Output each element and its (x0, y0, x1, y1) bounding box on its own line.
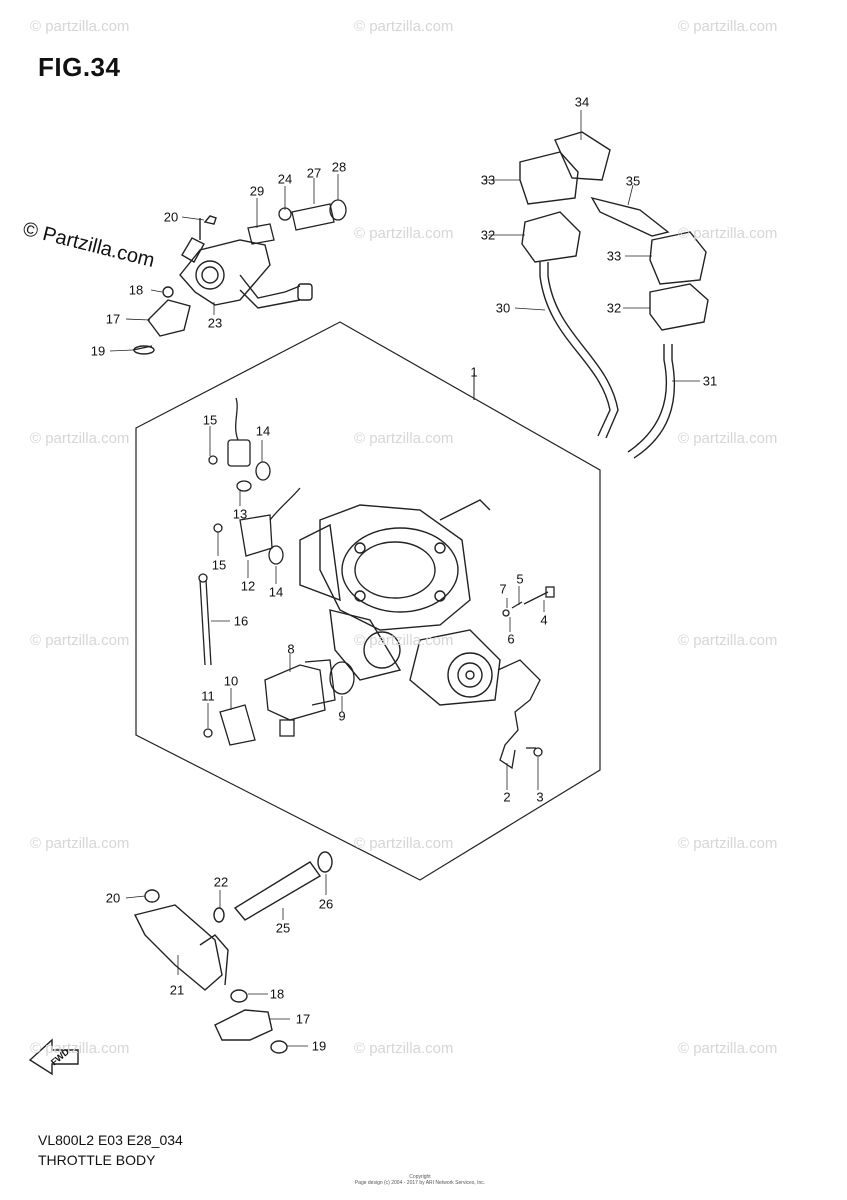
callout-18[interactable]: 18 (128, 282, 144, 298)
callout-9[interactable]: 9 (338, 708, 346, 724)
watermark: © partzilla.com (354, 835, 454, 852)
callout-11[interactable]: 11 (201, 688, 215, 704)
figure-title: FIG.34 (38, 52, 121, 82)
callout-24[interactable]: 24 (277, 171, 293, 187)
watermark: © partzilla.com (678, 835, 778, 852)
callout-30[interactable]: 30 (495, 300, 511, 316)
callout-2[interactable]: 2 (503, 789, 511, 805)
callout-35[interactable]: 35 (625, 173, 641, 189)
callout-27[interactable]: 27 (306, 165, 322, 181)
callout-19[interactable]: 19 (90, 343, 106, 359)
watermark: © partzilla.com (678, 632, 778, 649)
connectors-and-hoses (519, 131, 709, 459)
callout-1[interactable]: 1 (470, 364, 478, 380)
copyright-line2: Page design (c) 2004 - 2017 by ARI Netwo… (354, 1180, 486, 1186)
callout-32[interactable]: 32 (480, 227, 496, 243)
callout-15[interactable]: 15 (202, 412, 218, 428)
callout-28[interactable]: 28 (331, 159, 347, 175)
assembly-frame (135, 321, 601, 881)
watermark: © partzilla.com (678, 18, 778, 35)
diagram-title: THROTTLE BODY (38, 1152, 156, 1168)
callout-17[interactable]: 17 (105, 311, 121, 327)
callout-13[interactable]: 13 (232, 506, 248, 522)
watermark: © partzilla.com (678, 225, 778, 242)
callout-15b[interactable]: 15 (211, 557, 227, 573)
callout-22[interactable]: 22 (213, 874, 229, 890)
callout-16[interactable]: 16 (233, 613, 249, 629)
callout-12[interactable]: 12 (240, 578, 256, 594)
watermark: © partzilla.com (30, 835, 130, 852)
watermark: © partzilla.com (354, 1040, 454, 1057)
watermark: © partzilla.com (354, 225, 454, 242)
callout-6[interactable]: 6 (507, 631, 515, 647)
watermark: © partzilla.com (30, 18, 130, 35)
callout-31[interactable]: 31 (702, 373, 718, 389)
callout-29[interactable]: 29 (249, 183, 265, 199)
watermark: © partzilla.com (354, 430, 454, 447)
callout-20[interactable]: 20 (163, 209, 179, 225)
callout-33b[interactable]: 33 (606, 248, 622, 264)
watermark: © partzilla.com (354, 632, 454, 649)
watermark: © partzilla.com (678, 430, 778, 447)
callout-25[interactable]: 25 (275, 920, 291, 936)
callout-21[interactable]: 21 (169, 982, 185, 998)
model-code: VL800L2 E03 E28_034 (38, 1132, 183, 1148)
watermark: © partzilla.com (354, 18, 454, 35)
callout-17b[interactable]: 17 (295, 1011, 311, 1027)
callout-26[interactable]: 26 (318, 896, 334, 912)
watermark: © partzilla.com (30, 430, 130, 447)
callout-32b[interactable]: 32 (606, 300, 622, 316)
callout-10[interactable]: 10 (223, 673, 239, 689)
fwd-arrow (28, 1038, 79, 1076)
sensors (198, 397, 355, 746)
callout-14b[interactable]: 14 (268, 584, 284, 600)
upper-fuel-rail (132, 215, 313, 355)
copyright-line1: Copyright (409, 1174, 431, 1180)
callout-7[interactable]: 7 (499, 581, 507, 597)
callout-3[interactable]: 3 (536, 789, 544, 805)
throttle-body (299, 499, 501, 706)
callout-33[interactable]: 33 (480, 172, 496, 188)
callout-8[interactable]: 8 (287, 641, 295, 657)
callout-19b[interactable]: 19 (311, 1038, 327, 1054)
callout-34[interactable]: 34 (574, 94, 590, 110)
callout-14[interactable]: 14 (255, 423, 271, 439)
watermark: © partzilla.com (30, 1040, 130, 1057)
watermark: © partzilla.com (678, 1040, 778, 1057)
callout-4[interactable]: 4 (540, 612, 548, 628)
callout-18b[interactable]: 18 (269, 986, 285, 1002)
callout-23[interactable]: 23 (207, 315, 223, 331)
callout-5[interactable]: 5 (516, 571, 524, 587)
watermark: © partzilla.com (30, 632, 130, 649)
callout-20b[interactable]: 20 (105, 890, 121, 906)
lower-fuel-rail (133, 851, 333, 1054)
